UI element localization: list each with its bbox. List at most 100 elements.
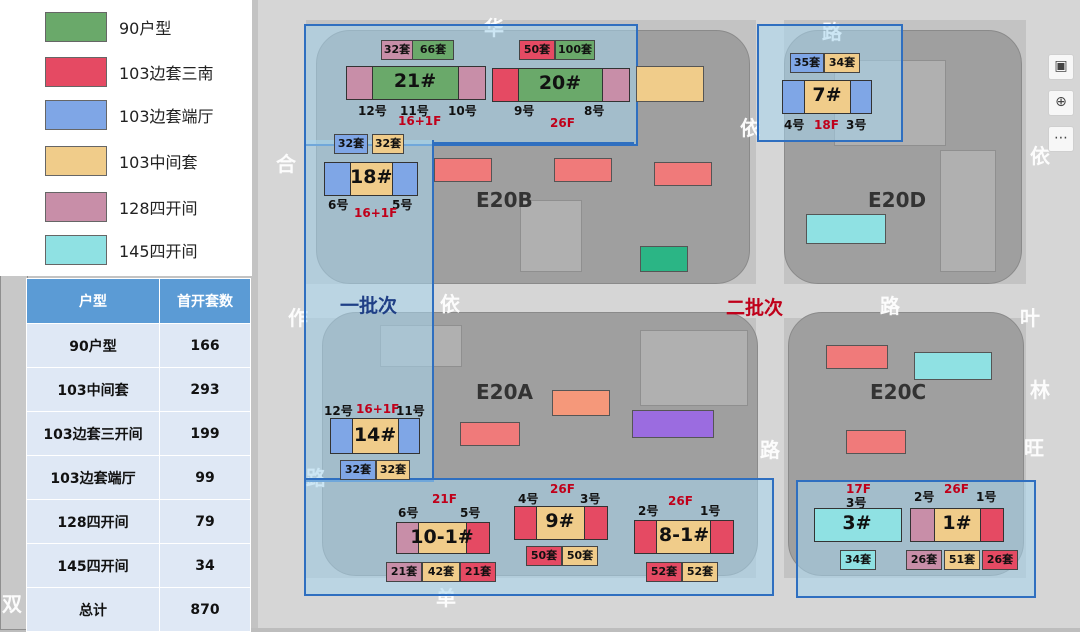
street-label: 依 bbox=[740, 116, 760, 140]
unit-count: 34套 bbox=[824, 53, 860, 73]
unit-block bbox=[350, 162, 394, 196]
table-cell: 34 bbox=[159, 543, 251, 588]
unit-label: 5号 bbox=[460, 506, 481, 520]
plot-label-e20d: E20D bbox=[868, 188, 927, 212]
unit-label: 3号 bbox=[846, 118, 867, 132]
footprint-orange bbox=[552, 390, 610, 416]
plot-label-e20a: E20A bbox=[476, 380, 533, 404]
footprint-3south bbox=[460, 422, 520, 446]
unit-block bbox=[398, 418, 420, 454]
floor-count: 26F bbox=[668, 494, 693, 508]
unit-count: 32套 bbox=[381, 40, 413, 60]
table-header-row: 户型 首开套数 bbox=[26, 278, 251, 324]
unit-count: 52套 bbox=[646, 562, 682, 582]
legend-label: 103中间套 bbox=[119, 153, 198, 172]
unit-block bbox=[352, 418, 400, 454]
table-cell: 103中间套 bbox=[26, 367, 160, 412]
unit-count: 50套 bbox=[519, 40, 555, 60]
street-label: 旺 bbox=[1024, 436, 1044, 460]
legend-swatch bbox=[45, 146, 107, 176]
unit-block bbox=[324, 162, 352, 196]
building-number: 1# bbox=[942, 512, 972, 534]
unit-count: 66套 bbox=[412, 40, 454, 60]
legend-swatch bbox=[45, 235, 107, 265]
table-cell: 103边套端厅 bbox=[26, 455, 160, 500]
legend-item: 103边套三南 bbox=[45, 57, 245, 87]
unit-label: 11号 bbox=[396, 404, 425, 418]
floor-count: 26F bbox=[944, 482, 969, 496]
unit-block bbox=[392, 162, 418, 196]
legend-item: 103中间套 bbox=[45, 146, 245, 176]
building-number: 10-1# bbox=[410, 526, 474, 548]
footprint-3south bbox=[434, 158, 492, 182]
legend-swatch bbox=[45, 12, 107, 42]
legend-panel: 90户型 103边套三南 103边套端厅 103中间套 128四开间 145四开… bbox=[0, 0, 252, 276]
building-number: 20# bbox=[538, 72, 582, 94]
unit-block bbox=[710, 520, 734, 554]
unit-count: 50套 bbox=[526, 546, 562, 566]
legend-swatch bbox=[45, 57, 107, 87]
legend-item: 103边套端厅 bbox=[45, 100, 245, 130]
zone-divider bbox=[432, 142, 434, 478]
table-header: 户型 bbox=[26, 278, 160, 324]
legend-swatch bbox=[45, 100, 107, 130]
unit-label: 4号 bbox=[518, 492, 539, 506]
building-number: 7# bbox=[812, 84, 842, 106]
unit-count: 51套 bbox=[944, 550, 980, 570]
footprint-3south bbox=[554, 158, 612, 182]
legend-item: 145四开间 bbox=[45, 235, 245, 265]
unit-block bbox=[850, 80, 872, 114]
unit-count: 26套 bbox=[906, 550, 942, 570]
floor-count: 17F bbox=[846, 482, 871, 496]
unit-label: 3号 bbox=[580, 492, 601, 506]
first-batch-label: 一批次 bbox=[340, 295, 398, 317]
table-cell: 145四开间 bbox=[26, 543, 160, 588]
legend-label: 90户型 bbox=[119, 19, 172, 38]
unit-label: 1号 bbox=[976, 490, 997, 504]
unit-block bbox=[634, 520, 658, 554]
unit-block bbox=[372, 66, 460, 100]
existing-building bbox=[940, 150, 996, 272]
street-label: 路 bbox=[760, 438, 780, 462]
zoom-in-icon[interactable]: ⊕ bbox=[1048, 90, 1074, 116]
unit-count: 50套 bbox=[562, 546, 598, 566]
unit-label: 11号 bbox=[400, 104, 429, 118]
footprint-purple bbox=[632, 410, 714, 438]
image-view-icon[interactable]: ▣ bbox=[1048, 54, 1074, 80]
unit-block bbox=[330, 418, 354, 454]
table-header: 首开套数 bbox=[159, 278, 251, 324]
unit-block bbox=[536, 506, 586, 540]
footprint-3south bbox=[826, 345, 888, 369]
street-label: 林 bbox=[1030, 378, 1050, 402]
unit-label: 12号 bbox=[358, 104, 387, 118]
unit-label: 10号 bbox=[448, 104, 477, 118]
table-cell: 199 bbox=[159, 411, 251, 456]
unit-block bbox=[518, 68, 604, 102]
street-label: 合 bbox=[276, 152, 296, 176]
existing-building bbox=[640, 330, 748, 406]
unit-count: 35套 bbox=[790, 53, 824, 73]
street-label: 作 bbox=[288, 306, 308, 330]
unit-label: 6号 bbox=[398, 506, 419, 520]
footprint-green bbox=[640, 246, 688, 272]
more-options-icon[interactable]: ⋯ bbox=[1048, 126, 1074, 152]
unit-count: 32套 bbox=[376, 460, 410, 480]
unit-count: 32套 bbox=[334, 134, 368, 154]
street-label: 双 bbox=[2, 592, 22, 616]
building-number: 3# bbox=[842, 512, 872, 534]
legend-label: 145四开间 bbox=[119, 242, 198, 261]
unit-block bbox=[814, 508, 902, 542]
unit-label: 8号 bbox=[584, 104, 605, 118]
unit-count: 26套 bbox=[982, 550, 1018, 570]
table-cell: 128四开间 bbox=[26, 499, 160, 544]
table-cell: 总计 bbox=[26, 587, 160, 632]
floor-count: 16+1F bbox=[398, 114, 442, 128]
building-number: 14# bbox=[353, 424, 397, 446]
